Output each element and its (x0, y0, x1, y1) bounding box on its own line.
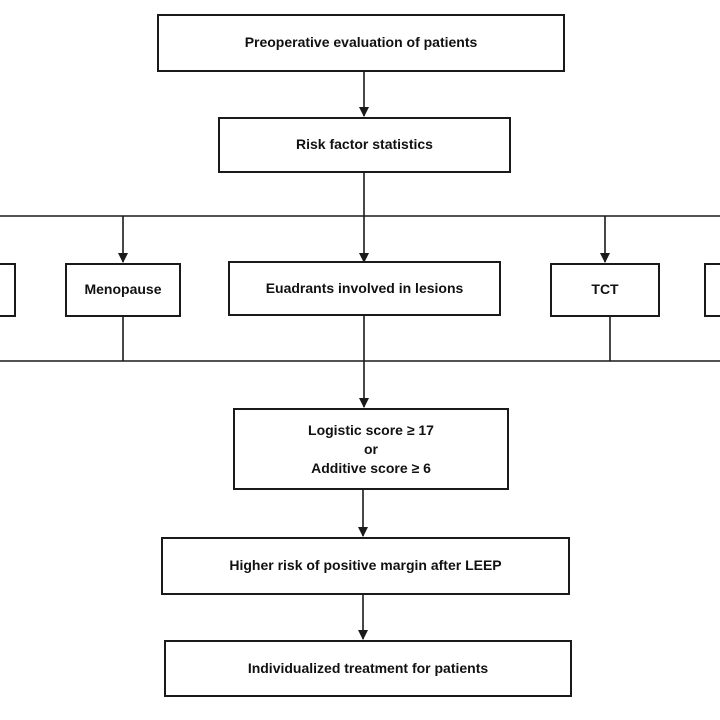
preoperative-evaluation-box: Preoperative evaluation of patients (157, 14, 565, 72)
right-edge-factor-box (704, 263, 720, 317)
preoperative-evaluation-label: Preoperative evaluation of patients (244, 34, 478, 51)
tct-box: TCT (550, 263, 660, 317)
logistic-score-label: Logistic score ≥ 17 (308, 421, 434, 438)
quadrants-involved-label: Euadrants involved in lesions (265, 279, 464, 296)
individualized-treatment-box: Individualized treatment for patients (164, 640, 572, 697)
or-label: or (364, 440, 378, 457)
risk-factor-statistics-box: Risk factor statistics (218, 117, 511, 173)
additive-score-label: Additive score ≥ 6 (311, 459, 431, 476)
menopause-box: Menopause (65, 263, 181, 317)
score-threshold-box: Logistic score ≥ 17 or Additive score ≥ … (233, 408, 509, 490)
quadrants-involved-box: Euadrants involved in lesions (228, 261, 501, 316)
risk-factor-statistics-label: Risk factor statistics (296, 136, 433, 153)
higher-risk-box: Higher risk of positive margin after LEE… (161, 537, 570, 595)
tct-label: TCT (591, 281, 619, 298)
left-edge-factor-box (0, 263, 16, 317)
menopause-label: Menopause (84, 281, 162, 298)
individualized-treatment-label: Individualized treatment for patients (247, 659, 489, 676)
higher-risk-label: Higher risk of positive margin after LEE… (229, 557, 502, 574)
